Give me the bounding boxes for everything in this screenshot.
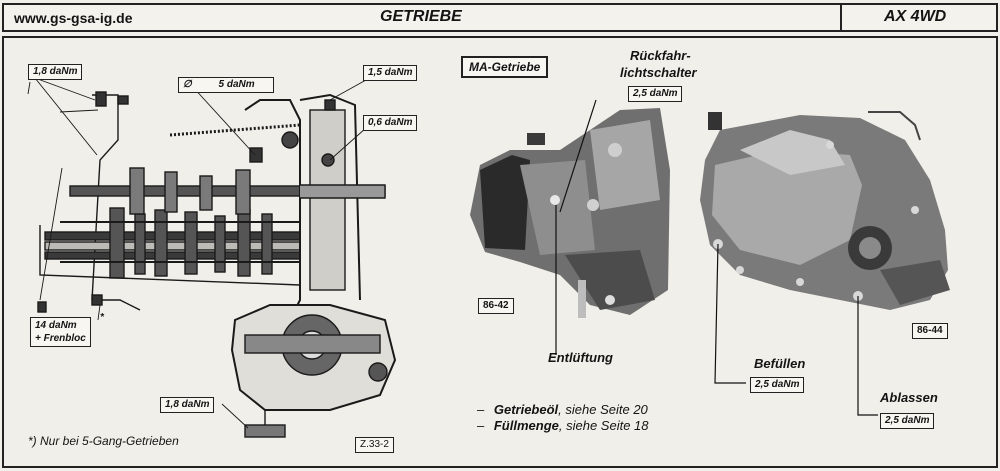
fill-label: Befüllen [754, 356, 806, 371]
note-dash-1: – [477, 402, 485, 417]
drain-label: Ablassen [880, 390, 938, 405]
photo-leader-lines [555, 99, 878, 416]
torque-bottom-left-value: 14 daNm [35, 320, 77, 331]
photo-code-86-42: 86-42 [478, 298, 514, 314]
figure-code-left: Z.33-2 [355, 437, 394, 453]
vent-label: Entlüftung [548, 350, 613, 365]
gearbox-section-drawing [27, 77, 397, 438]
note-fill-ref: , siehe Seite 18 [558, 418, 649, 433]
torque-label-right: 0,6 daNm [363, 115, 418, 131]
header-divider [840, 3, 842, 32]
torque-label-bottom: 1,8 daNm [160, 397, 215, 413]
website-url[interactable]: www.gs-gsa-ig.de [14, 10, 133, 26]
photo-code-86-44: 86-44 [912, 323, 948, 339]
reverse-switch-label-line1: Rückfahr- [630, 48, 691, 63]
torque-reverse-switch: 2,5 daNm [628, 86, 683, 102]
ma-gearbox-title: MA-Getriebe [461, 56, 549, 78]
model-name: AX 4WD [884, 8, 947, 25]
torque-label-center: ∅ 5 daNm [178, 77, 274, 93]
note-oil-term: Getriebeöl [493, 402, 559, 417]
note-gear-oil: – Getriebeöl, siehe Seite 20 [477, 402, 648, 417]
note-dash-2: – [477, 418, 485, 433]
note-oil-ref: , siehe Seite 20 [558, 402, 648, 417]
drain-torque: 2,5 daNm [880, 413, 935, 429]
reverse-switch-label-line2: lichtschalter [620, 65, 697, 80]
footnote: *) Nur bei 5-Gang-Getrieben [28, 434, 179, 448]
torque-label-top-right: 1,5 daNm [363, 65, 418, 81]
torque-label-bottom-left: 14 daNm + Frenbloc [30, 317, 91, 347]
torque-center-value: 5 daNm [218, 79, 255, 90]
content-frame [2, 36, 998, 468]
frenbloc-label: + Frenbloc [35, 333, 86, 344]
asterisk-marker: * [100, 312, 104, 323]
header-bar: www.gs-gsa-ig.de GETRIEBE AX 4WD [2, 3, 998, 32]
gearbox-photo-bottom [700, 111, 950, 310]
gearbox-photo-side [470, 108, 670, 318]
fill-torque: 2,5 daNm [750, 377, 805, 393]
note-fill-term: Füllmenge [493, 418, 559, 433]
page-title: GETRIEBE [380, 8, 462, 25]
torque-label-top-left: 1,8 daNm [28, 64, 83, 80]
diameter-symbol: ∅ [183, 79, 192, 90]
note-fill-quantity: – Füllmenge, siehe Seite 18 [477, 418, 649, 433]
